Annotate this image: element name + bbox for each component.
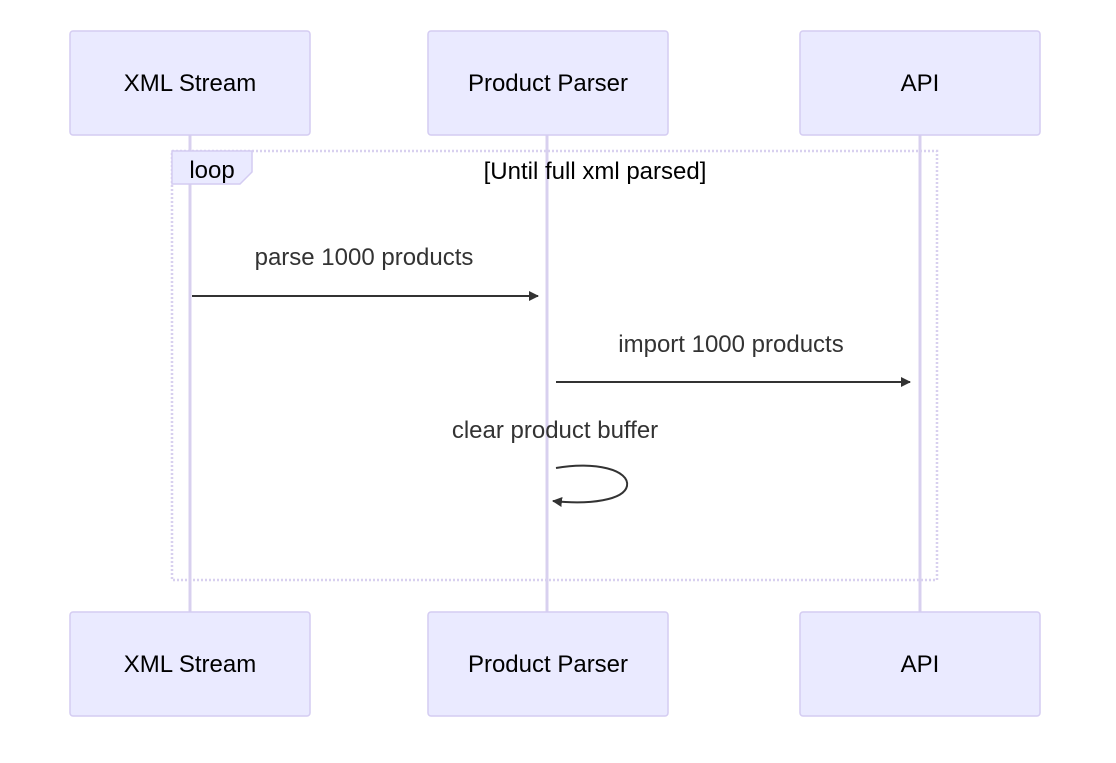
message-import-products: import 1000 products: [556, 331, 911, 387]
actor-xml-stream-top: XML Stream: [69, 30, 311, 136]
loop-tab: [171, 150, 253, 185]
message-clear-buffer: clear product buffer: [452, 417, 658, 507]
loop-frame: loop [Until full xml parsed]: [170, 149, 939, 582]
self-loop-arrow: [552, 464, 629, 507]
message-parse-products: parse 1000 products: [192, 244, 539, 301]
loop-keyword: loop: [189, 157, 234, 184]
actor-label: API: [901, 70, 940, 97]
actor-product-parser-bottom: Product Parser: [427, 611, 669, 717]
actor-product-parser-top: Product Parser: [427, 30, 669, 136]
actor-label: API: [901, 651, 940, 678]
actor-xml-stream-bottom: XML Stream: [69, 611, 311, 717]
loop-condition: [Until full xml parsed]: [484, 158, 707, 185]
actor-label: Product Parser: [468, 651, 628, 678]
message-label: clear product buffer: [452, 417, 658, 444]
actor-api-bottom: API: [799, 611, 1041, 717]
actor-label: XML Stream: [124, 70, 256, 97]
actor-label: XML Stream: [124, 651, 256, 678]
message-label: parse 1000 products: [255, 244, 474, 271]
actor-label: Product Parser: [468, 70, 628, 97]
message-label: import 1000 products: [618, 331, 843, 358]
actor-api-top: API: [799, 30, 1041, 136]
